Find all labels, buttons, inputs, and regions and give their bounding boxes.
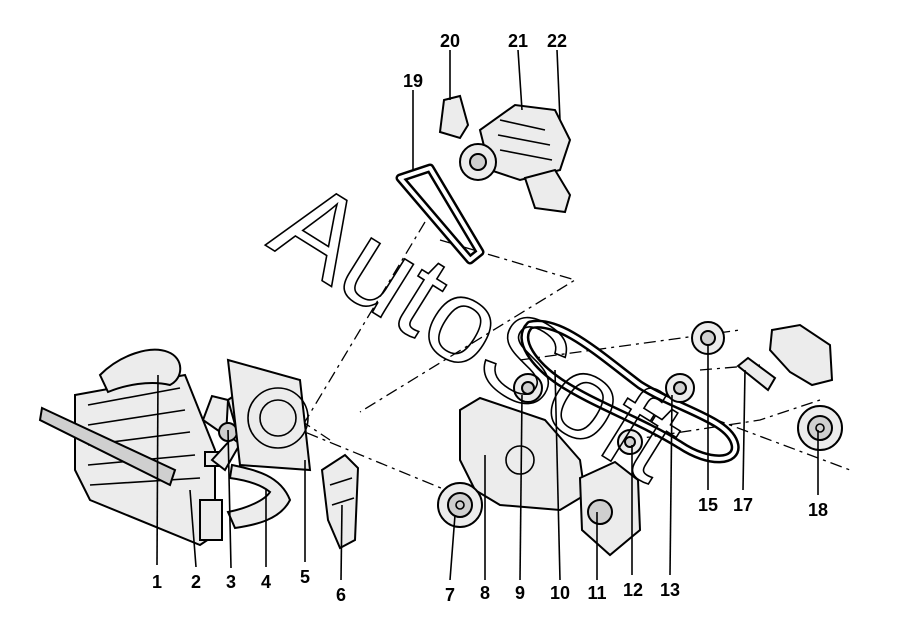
- timing-cover: [459, 396, 587, 512]
- crankshaft-pulley: [437, 482, 483, 528]
- tensioner-pulley: [617, 429, 643, 455]
- callout-20: 20: [440, 31, 460, 51]
- callout-18: 18: [808, 500, 828, 520]
- alternator-bracket-20: [438, 94, 470, 140]
- idler-pulley-9: [513, 373, 543, 403]
- callout-7: 7: [445, 585, 455, 605]
- callout-3: 3: [226, 572, 236, 592]
- callout-13: 13: [660, 580, 680, 600]
- pulley-18: [797, 405, 843, 451]
- callout-12: 12: [623, 580, 643, 600]
- callout-17: 17: [733, 495, 753, 515]
- lower-hose: [226, 463, 292, 530]
- callout-21: 21: [508, 31, 528, 51]
- tensioner-bracket: [736, 323, 834, 392]
- fan-shroud: [226, 358, 312, 472]
- coolant-reservoir: [320, 453, 360, 550]
- callout-8: 8: [480, 583, 490, 603]
- callout-1: 1: [152, 572, 162, 592]
- timing-belt: [520, 319, 740, 464]
- callout-9: 9: [515, 583, 525, 603]
- callout-4: 4: [261, 572, 271, 592]
- callout-5: 5: [300, 567, 310, 587]
- alternator: [459, 103, 572, 182]
- callout-15: 15: [698, 495, 718, 515]
- callout-11: 11: [587, 583, 606, 603]
- alternator-belt: [395, 163, 485, 265]
- alternator-bracket-22: [523, 168, 572, 214]
- callout-6: 6: [336, 585, 346, 605]
- rear-timing-cover: [578, 460, 642, 557]
- callout-2: 2: [191, 572, 201, 592]
- callout-19: 19: [403, 71, 423, 91]
- callout-22: 22: [547, 31, 567, 51]
- upper-hose: [98, 348, 182, 394]
- radiator: [38, 373, 223, 547]
- leader-lines: [156, 49, 819, 581]
- callout-10: 10: [550, 583, 570, 603]
- callout-numbers: 1 2 3 4 5 6 7 8 9 10 11 12 13 15 17 18 1…: [152, 31, 828, 605]
- idler-pulley-13: [665, 373, 695, 403]
